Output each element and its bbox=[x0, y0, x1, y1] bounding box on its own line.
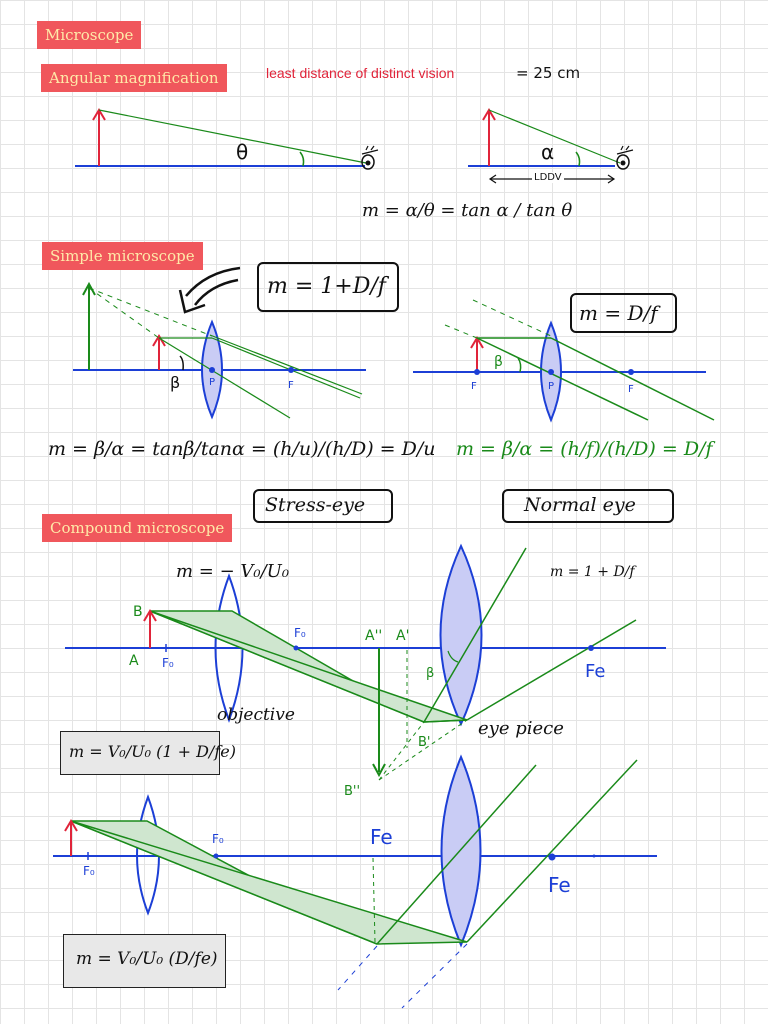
compound-formula-box-2: m = V₀/U₀ (D/fe) bbox=[63, 934, 226, 988]
label-lddv: LDDV bbox=[532, 172, 564, 183]
compound-diagram-1 bbox=[65, 543, 666, 781]
simple-box-left-text: m = 1+D/f bbox=[267, 274, 386, 299]
simple-formula-box-right: m = D/f bbox=[570, 293, 677, 333]
ldv-value: = 25 cm bbox=[516, 64, 581, 82]
label-A2: A'' bbox=[365, 628, 383, 644]
stress-eye-box: Stress-eye bbox=[253, 489, 393, 523]
stress-eye-text: Stress-eye bbox=[265, 494, 366, 516]
compound-m-top: m = − V₀/U₀ bbox=[176, 561, 290, 582]
eye-icon-right bbox=[616, 145, 634, 170]
simple-formula-right: m = β/α = (h/f)/(h/D) = D/f bbox=[456, 438, 713, 460]
ldv-label: least distance of distinct vision bbox=[266, 65, 455, 81]
label-beta-simple-right: β bbox=[494, 354, 503, 370]
label-fo-3: F₀ bbox=[83, 864, 95, 878]
label-B1: B' bbox=[418, 735, 431, 750]
label-fe-3: Fe bbox=[548, 873, 571, 897]
label-alpha: α bbox=[541, 140, 555, 164]
normal-eye-box: Normal eye bbox=[502, 489, 674, 523]
label-B2: B'' bbox=[344, 784, 361, 799]
compound-formula-box-1: m = V₀/U₀ (1 + D/fe) bbox=[60, 731, 236, 775]
label-fo-1: F₀ bbox=[162, 656, 174, 670]
simple-right-diagram bbox=[413, 299, 715, 423]
heading-simple-microscope: Simple microscope bbox=[42, 242, 203, 270]
label-beta-simple: β bbox=[170, 373, 181, 392]
heading-compound-microscope: Compound microscope bbox=[42, 514, 233, 542]
compound-formula-2: m = V₀/U₀ (D/fe) bbox=[76, 949, 218, 969]
simple-formula-box-left: m = 1+D/f bbox=[257, 262, 399, 312]
label-beta-compound: β bbox=[426, 666, 435, 681]
angular-formula: m = α/θ = tan α / tan θ bbox=[362, 200, 573, 221]
label-f-right-1: F bbox=[471, 381, 477, 392]
eye-icon-left bbox=[361, 145, 379, 170]
label-B: B bbox=[133, 604, 143, 620]
normal-eye-text: Normal eye bbox=[524, 494, 636, 516]
simple-box-right-text: m = D/f bbox=[579, 301, 658, 325]
compound-formula-1: m = V₀/U₀ (1 + D/fe) bbox=[69, 742, 236, 761]
simple-formula-left: m = β/α = tanβ/tanα = (h/u)/(h/D) = D/u bbox=[48, 438, 436, 460]
angular-left-diagram bbox=[75, 108, 379, 170]
label-theta: θ bbox=[236, 140, 249, 164]
simple-left-diagram bbox=[73, 266, 366, 420]
label-fe-1: Fe bbox=[585, 661, 606, 682]
label-f-left: F bbox=[288, 380, 294, 391]
label-fe-2: Fe bbox=[370, 825, 393, 849]
label-f-right-2: F bbox=[628, 384, 634, 395]
label-fo-2: F₀ bbox=[294, 626, 306, 640]
label-A: A bbox=[129, 653, 139, 669]
label-A1: A' bbox=[396, 628, 410, 644]
compound-diagram-2 bbox=[53, 754, 657, 1009]
heading-microscope: Microscope bbox=[37, 21, 142, 49]
label-objective: objective bbox=[217, 705, 295, 725]
label-fo-4: F₀ bbox=[212, 832, 224, 846]
compound-m-right: m = 1 + D/f bbox=[550, 564, 635, 580]
label-p-right: P bbox=[548, 381, 555, 392]
heading-angular-magnification: Angular magnification bbox=[41, 64, 227, 92]
label-eyepiece: eye piece bbox=[478, 718, 564, 739]
label-p-left: P bbox=[209, 377, 216, 388]
